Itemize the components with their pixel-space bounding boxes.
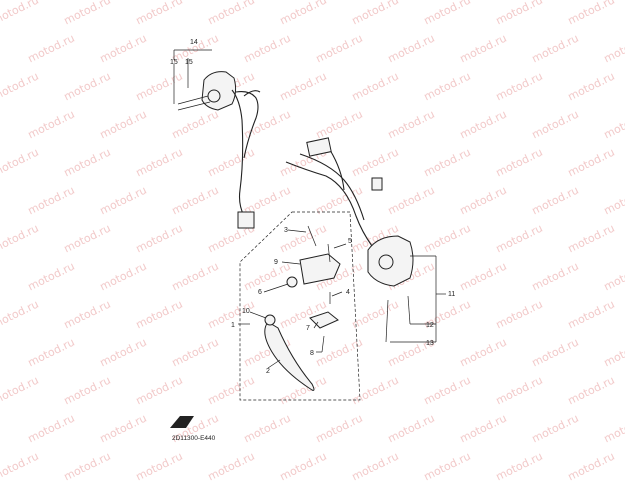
callout-1: 1 bbox=[231, 322, 235, 329]
callout-2: 2 bbox=[266, 368, 270, 375]
callout-4: 4 bbox=[346, 289, 350, 296]
callout-9: 9 bbox=[274, 259, 278, 266]
callout-15b: 15 bbox=[185, 59, 193, 66]
callout-10: 10 bbox=[242, 308, 250, 315]
right-handlebar-switch bbox=[285, 137, 446, 343]
callout-7: 7 bbox=[306, 325, 310, 332]
callout-5: 5 bbox=[348, 238, 352, 245]
callout-11: 11 bbox=[448, 291, 455, 298]
callout-12: 12 bbox=[426, 322, 434, 329]
callout-14: 14 bbox=[190, 39, 198, 46]
callout-3: 3 bbox=[284, 227, 288, 234]
parts-diagram: 14 15 15 3 5 9 6 4 10 1 7 8 2 11 12 13 2… bbox=[170, 39, 455, 442]
callout-13: 13 bbox=[426, 340, 434, 347]
front-arrow-icon bbox=[170, 416, 194, 428]
callout-6: 6 bbox=[258, 289, 262, 296]
callout-15a: 15 bbox=[170, 59, 178, 66]
left-handlebar-switch bbox=[177, 71, 261, 229]
callout-8: 8 bbox=[310, 350, 314, 357]
leader-lines bbox=[173, 49, 347, 369]
diagram-code: 2D11300-E440 bbox=[172, 435, 216, 442]
clutch-lever-assembly bbox=[264, 225, 341, 391]
